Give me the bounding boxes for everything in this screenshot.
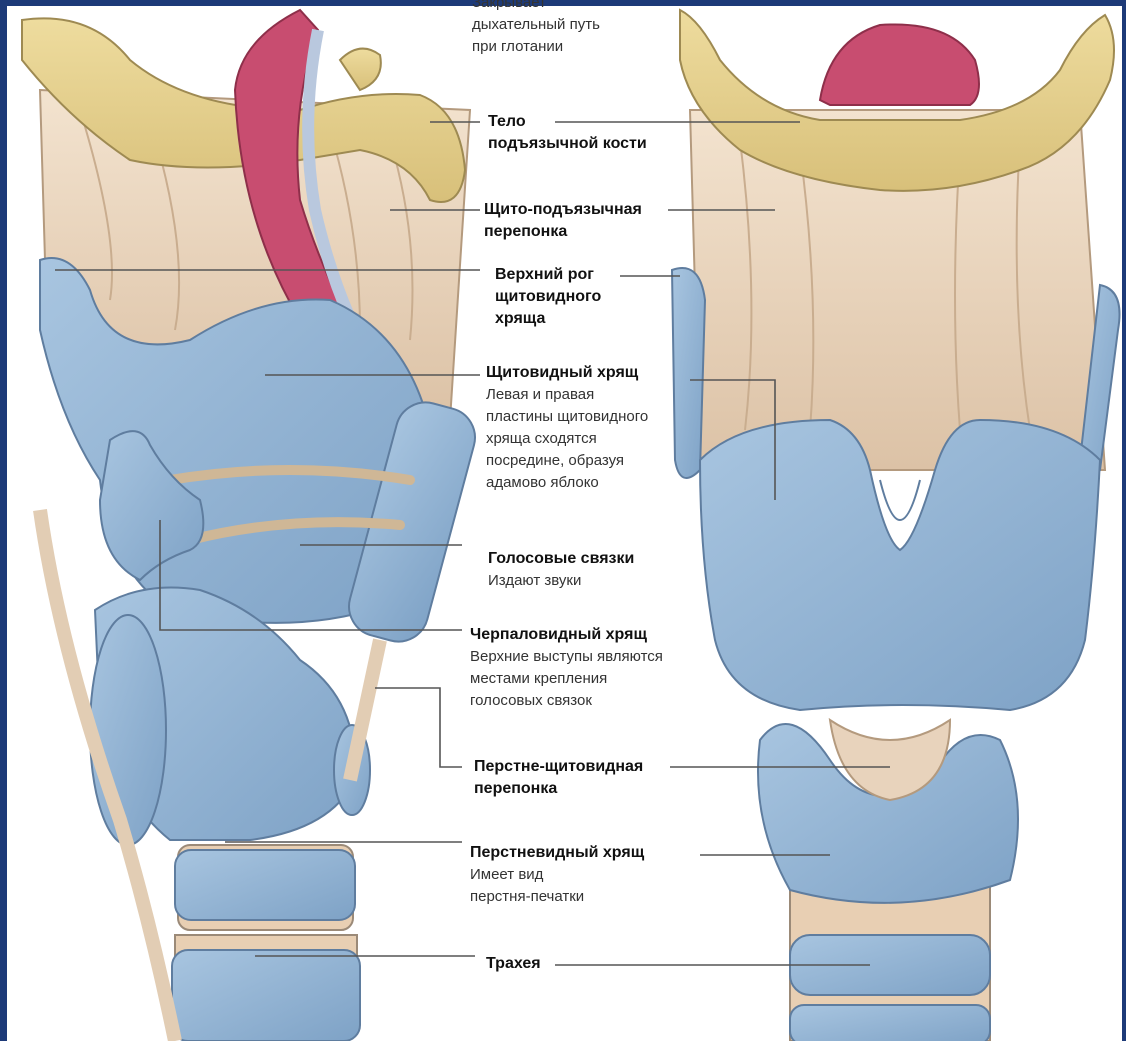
thyroid-cartilage-description: Левая и правая пластины щитовидного хрящ…: [486, 384, 786, 494]
thyrohyoid-membrane-title: Щито-подъязычная перепонка: [484, 199, 784, 243]
trachea-ring: [175, 850, 355, 920]
arytenoid-cartilage-title: Черпаловидный хрящ: [470, 624, 770, 646]
arytenoid-cartilage-description: Верхние выступы являются местами креплен…: [470, 646, 770, 712]
label-thyrohyoid-membrane: Щито-подъязычная перепонка: [484, 199, 784, 243]
label-vocal-cords: Голосовые связки Издают звуки: [488, 548, 788, 592]
hyoid-body-title: Тело подъязычной кости: [488, 111, 788, 155]
label-cricoid-cartilage: Перстневидный хрящ Имеет вид перстня-печ…: [470, 842, 770, 908]
label-epiglottis: Закрывает дыхательный путь при глотании: [472, 0, 772, 58]
epiglottis-description: Закрывает дыхательный путь при глотании: [472, 0, 772, 58]
label-trachea: Трахея: [486, 953, 786, 975]
side-view-larynx: [22, 10, 482, 1041]
cricoid-lamina: [90, 615, 166, 845]
vocal-cords-description: Издают звуки: [488, 570, 788, 592]
epiglottis-front: [820, 24, 979, 105]
superior-horn-title: Верхний рог щитовидного хряща: [495, 264, 795, 330]
label-cricothyroid-membrane: Перстне-щитовидная перепонка: [474, 756, 774, 800]
cricoid-cartilage-title: Перстневидный хрящ: [470, 842, 770, 864]
label-arytenoid-cartilage: Черпаловидный хрящ Верхние выступы являю…: [470, 624, 770, 712]
cricoid-cartilage-description: Имеет вид перстня-печатки: [470, 864, 770, 908]
trachea-ring: [172, 950, 360, 1041]
label-hyoid-body: Тело подъязычной кости: [488, 111, 788, 155]
cricothyroid-membrane-title: Перстне-щитовидная перепонка: [474, 756, 774, 800]
label-thyroid-cartilage: Щитовидный хрящ Левая и правая пластины …: [486, 362, 786, 494]
thyroid-cartilage-title: Щитовидный хрящ: [486, 362, 786, 384]
vocal-cords-title: Голосовые связки: [488, 548, 788, 570]
trachea-title: Трахея: [486, 953, 786, 975]
label-superior-horn: Верхний рог щитовидного хряща: [495, 264, 795, 330]
hyoid-horn: [340, 49, 381, 90]
trachea-ring: [790, 1005, 990, 1041]
